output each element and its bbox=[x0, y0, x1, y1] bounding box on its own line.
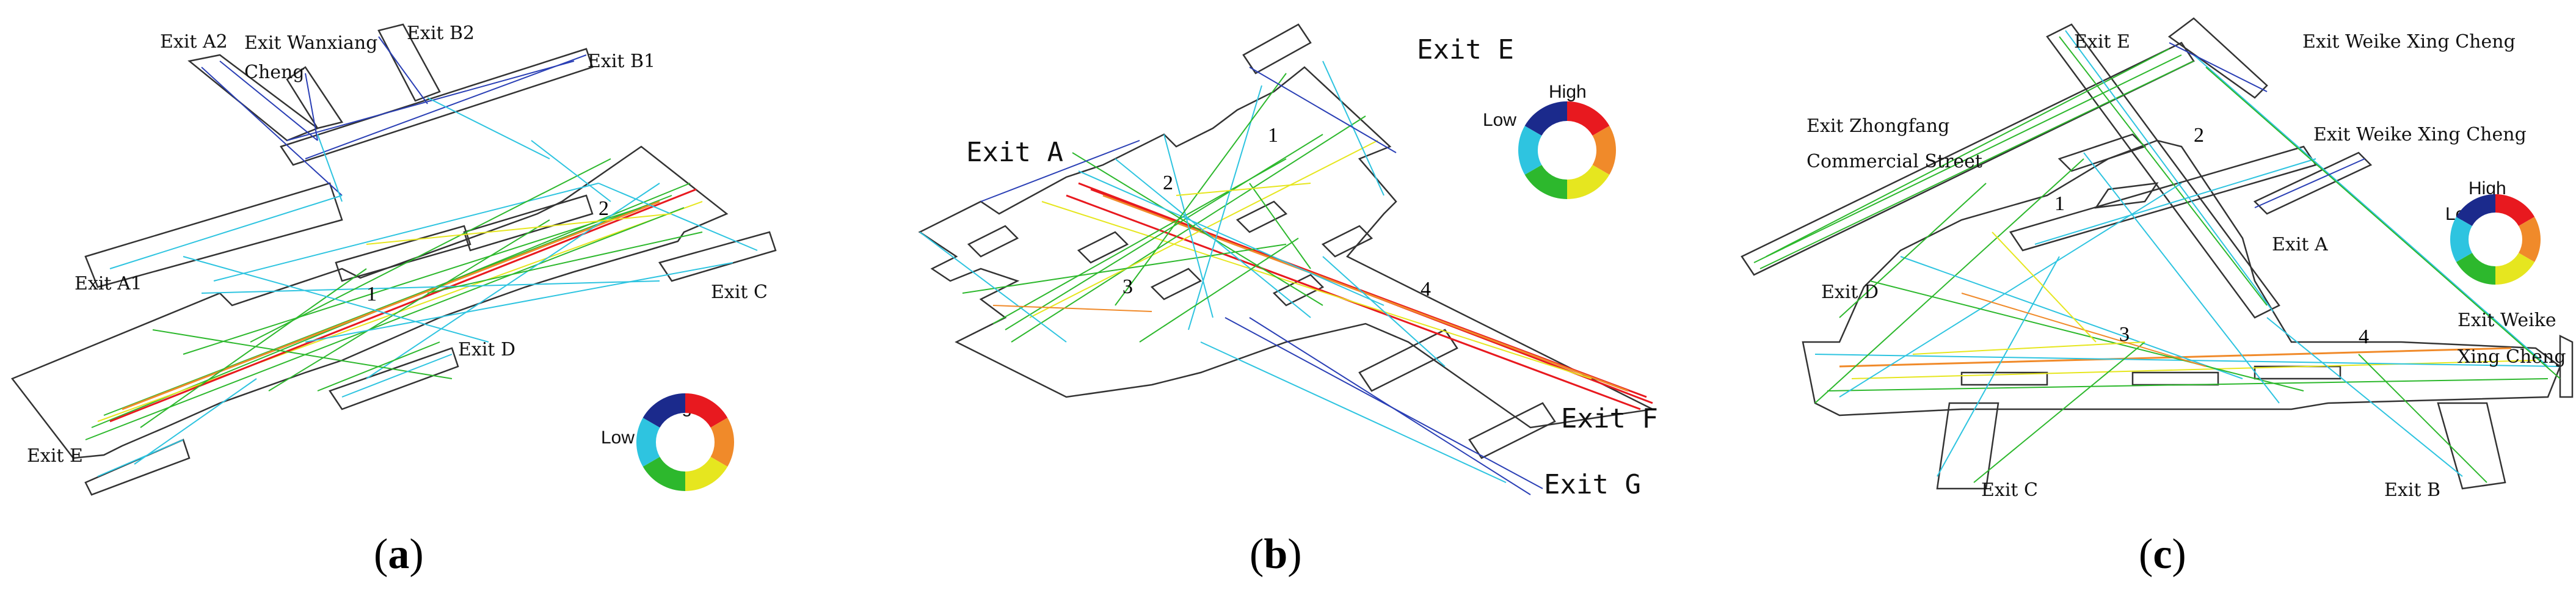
node-2: 2 bbox=[2194, 124, 2204, 147]
flow-lines bbox=[85, 36, 758, 477]
exit-a1-label: Exit A1 bbox=[75, 273, 142, 294]
exit-b2-label: Exit B2 bbox=[407, 23, 475, 44]
panel-c: 1 2 3 4 Exit E Exit Weike Xing Cheng Exi… bbox=[1717, 0, 2576, 590]
legend-low-label: Low bbox=[1483, 110, 1516, 130]
xing-cheng-label: Xing Cheng bbox=[2458, 346, 2566, 368]
station-outline bbox=[918, 23, 1656, 459]
exit-a2-label: Exit A2 bbox=[160, 31, 228, 53]
panel-b: 1 2 3 4 Exit E Exit A Exit F Exit G High… bbox=[859, 0, 1717, 590]
exit-e-label: Exit E bbox=[2074, 31, 2130, 53]
station-outline bbox=[1741, 17, 2574, 490]
node-1: 1 bbox=[2054, 192, 2065, 215]
exit-a-label: Exit A bbox=[2272, 234, 2328, 255]
exit-b-label: Exit B bbox=[2384, 479, 2440, 501]
legend-ring bbox=[1518, 101, 1617, 199]
exit-e-label: Exit E bbox=[1417, 34, 1514, 65]
node-1: 1 bbox=[366, 283, 377, 305]
exit-weike-xing-cheng-label-1: Exit Weike Xing Cheng bbox=[2302, 31, 2516, 53]
flow-lines bbox=[1753, 30, 2561, 483]
exit-b1-label: Exit B1 bbox=[588, 51, 655, 72]
panel-b-diagram: 1 2 3 4 Exit E Exit A Exit F Exit G High… bbox=[918, 23, 1658, 578]
legend-ring bbox=[636, 393, 735, 491]
exit-weike-label: Exit Weike bbox=[2458, 310, 2556, 331]
node-3: 3 bbox=[2119, 323, 2130, 346]
exit-weike-xing-cheng-label-2: Exit Weike Xing Cheng bbox=[2313, 124, 2527, 145]
exit-g-label: Exit G bbox=[1544, 469, 1641, 500]
caption-c: (c) bbox=[2139, 531, 2186, 578]
exit-c-label: Exit C bbox=[711, 282, 768, 303]
exit-zhongfang-label: Exit Zhongfang bbox=[1806, 115, 1949, 137]
exit-d-label: Exit D bbox=[1821, 282, 1879, 303]
flow-lines bbox=[919, 60, 1653, 495]
legend-high-label: High bbox=[1549, 82, 1587, 102]
caption-b: (b) bbox=[1250, 531, 1302, 578]
exit-wanxiang-label: Exit Wanxiang bbox=[244, 32, 377, 54]
panel-c-diagram: 1 2 3 4 Exit E Exit Weike Xing Cheng Exi… bbox=[1741, 17, 2574, 578]
exit-e-label: Exit E bbox=[27, 445, 83, 467]
exit-d-label: Exit D bbox=[458, 339, 515, 360]
exit-c-label: Exit C bbox=[1981, 479, 2038, 501]
node-4: 4 bbox=[1421, 278, 1431, 300]
station-outline bbox=[11, 23, 777, 496]
node-2: 2 bbox=[599, 197, 609, 220]
exit-wanxiang-label-2: Cheng bbox=[244, 62, 305, 83]
commercial-street-label: Commercial Street bbox=[1806, 151, 1982, 172]
node-4: 4 bbox=[2359, 326, 2369, 348]
node-1: 1 bbox=[1268, 124, 1278, 147]
color-legend: High Low bbox=[2445, 178, 2541, 285]
color-legend: High Low bbox=[601, 393, 735, 491]
node-2: 2 bbox=[1163, 172, 1173, 194]
caption-a: (a) bbox=[374, 531, 424, 578]
node-3: 3 bbox=[1122, 275, 1133, 298]
panel-a: 1 2 Exit A2 Exit Wanxiang Cheng Exit B2 … bbox=[0, 0, 859, 590]
exit-f-label: Exit F bbox=[1561, 403, 1658, 434]
exit-a-label: Exit A bbox=[966, 137, 1063, 168]
color-legend: High Low bbox=[1483, 82, 1617, 199]
legend-low-label: Low bbox=[601, 428, 635, 448]
legend-ring bbox=[2450, 194, 2541, 285]
panel-a-diagram: 1 2 Exit A2 Exit Wanxiang Cheng Exit B2 … bbox=[11, 23, 777, 578]
